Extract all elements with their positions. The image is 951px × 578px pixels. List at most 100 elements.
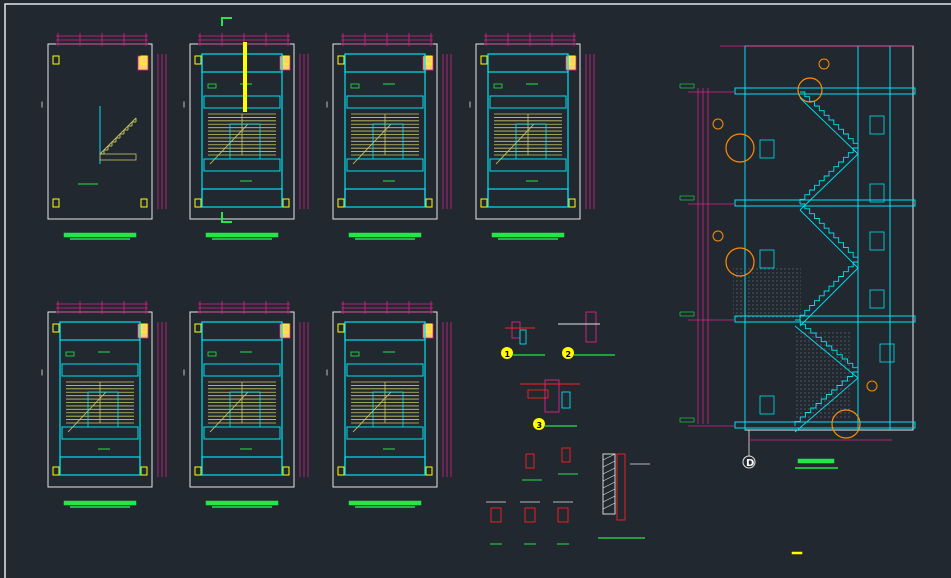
column-marker <box>140 55 148 65</box>
shaft <box>372 391 404 428</box>
landing-band <box>346 363 424 377</box>
detail-callout-circle <box>725 133 755 163</box>
floor-slab <box>734 199 916 207</box>
column-marker <box>282 323 290 333</box>
column-marker <box>480 55 488 65</box>
opening <box>759 249 775 269</box>
shaft <box>229 123 261 160</box>
level-tag <box>679 195 695 201</box>
wall-hatch <box>602 460 616 468</box>
column-marker <box>140 198 148 208</box>
section-marker-label: D <box>746 458 754 469</box>
column-detail <box>490 507 502 523</box>
column-marker <box>194 466 202 476</box>
stair-plan-e <box>41 301 167 508</box>
stair-plan-c <box>326 33 452 240</box>
column-marker <box>52 198 60 208</box>
shaft <box>229 391 261 428</box>
column-marker <box>337 198 345 208</box>
column-marker <box>337 466 345 476</box>
column-marker <box>282 55 290 65</box>
break-line <box>67 391 107 433</box>
column-marker <box>140 323 148 333</box>
column-marker <box>194 198 202 208</box>
hatch-area <box>795 330 850 420</box>
floor-slab <box>734 315 916 323</box>
wall-hatch <box>602 488 616 496</box>
stair-flight-soffit <box>799 97 859 155</box>
column-marker <box>52 466 60 476</box>
callout-bubble-1 <box>501 347 513 359</box>
column-detail <box>525 453 535 469</box>
detail-tag <box>866 380 878 392</box>
detail-drawings <box>486 311 650 545</box>
landing-band <box>203 363 281 377</box>
tag <box>65 351 75 357</box>
detail-callout-circle <box>725 247 755 277</box>
caption-text-block <box>205 232 279 238</box>
column-marker <box>425 466 433 476</box>
column-marker <box>425 323 433 333</box>
tag <box>207 351 217 357</box>
detail-tag <box>818 58 830 70</box>
column-marker <box>282 466 290 476</box>
wall-hatch <box>602 453 616 461</box>
column-marker <box>568 198 576 208</box>
detail-3-beam <box>527 389 549 399</box>
column-marker <box>568 55 576 65</box>
stair-flight-soffit <box>799 267 859 327</box>
stair-plan-f <box>183 301 309 508</box>
column-marker <box>337 323 345 333</box>
stair-plan-d <box>469 33 595 240</box>
detail-callout-circle <box>797 77 823 103</box>
opening <box>869 183 885 203</box>
break-line <box>209 123 249 165</box>
drawing-frame <box>4 3 951 578</box>
level-tag <box>679 83 695 89</box>
shaft <box>87 391 119 428</box>
landing-band <box>346 95 424 109</box>
opening <box>869 231 885 251</box>
column-marker <box>194 55 202 65</box>
wall-hatch <box>602 467 616 475</box>
wall-hatch <box>602 481 616 489</box>
callout-3: 3 <box>537 421 543 430</box>
column-marker <box>425 198 433 208</box>
column-marker <box>52 55 60 65</box>
stair-flight <box>799 147 858 204</box>
section-cut-bottom <box>221 212 232 223</box>
caption-text-block <box>63 232 137 238</box>
caption-text-block <box>205 500 279 506</box>
break-line <box>352 123 392 165</box>
floor-slab <box>734 87 916 95</box>
tag <box>207 83 217 89</box>
break-line <box>495 123 535 165</box>
stair-plan-g <box>326 301 452 508</box>
callout-2: 2 <box>566 350 572 359</box>
landing <box>99 153 137 161</box>
stair-flight <box>799 261 858 320</box>
hatch-area <box>733 268 801 318</box>
stair-plan-a <box>41 33 167 240</box>
break-line <box>352 391 392 433</box>
column-marker <box>140 466 148 476</box>
detail-3-section <box>544 379 560 413</box>
column-detail <box>524 507 536 523</box>
tag <box>350 83 360 89</box>
section-cut-top <box>221 17 232 26</box>
wall-hatch <box>602 474 616 482</box>
column-marker <box>425 55 433 65</box>
floor-slab <box>734 421 916 429</box>
column-marker <box>337 55 345 65</box>
tag <box>350 351 360 357</box>
stair-flight <box>800 203 859 262</box>
detail-1-rebar <box>519 329 527 345</box>
callout-1: 1 <box>505 350 511 359</box>
detail-3-rebar <box>561 391 571 409</box>
detail-2-section <box>585 311 597 343</box>
shaft <box>515 123 547 160</box>
callout-bubble-2 <box>562 347 574 359</box>
opening <box>869 289 885 309</box>
scale-mark <box>791 551 803 555</box>
caption-text-block <box>348 232 422 238</box>
